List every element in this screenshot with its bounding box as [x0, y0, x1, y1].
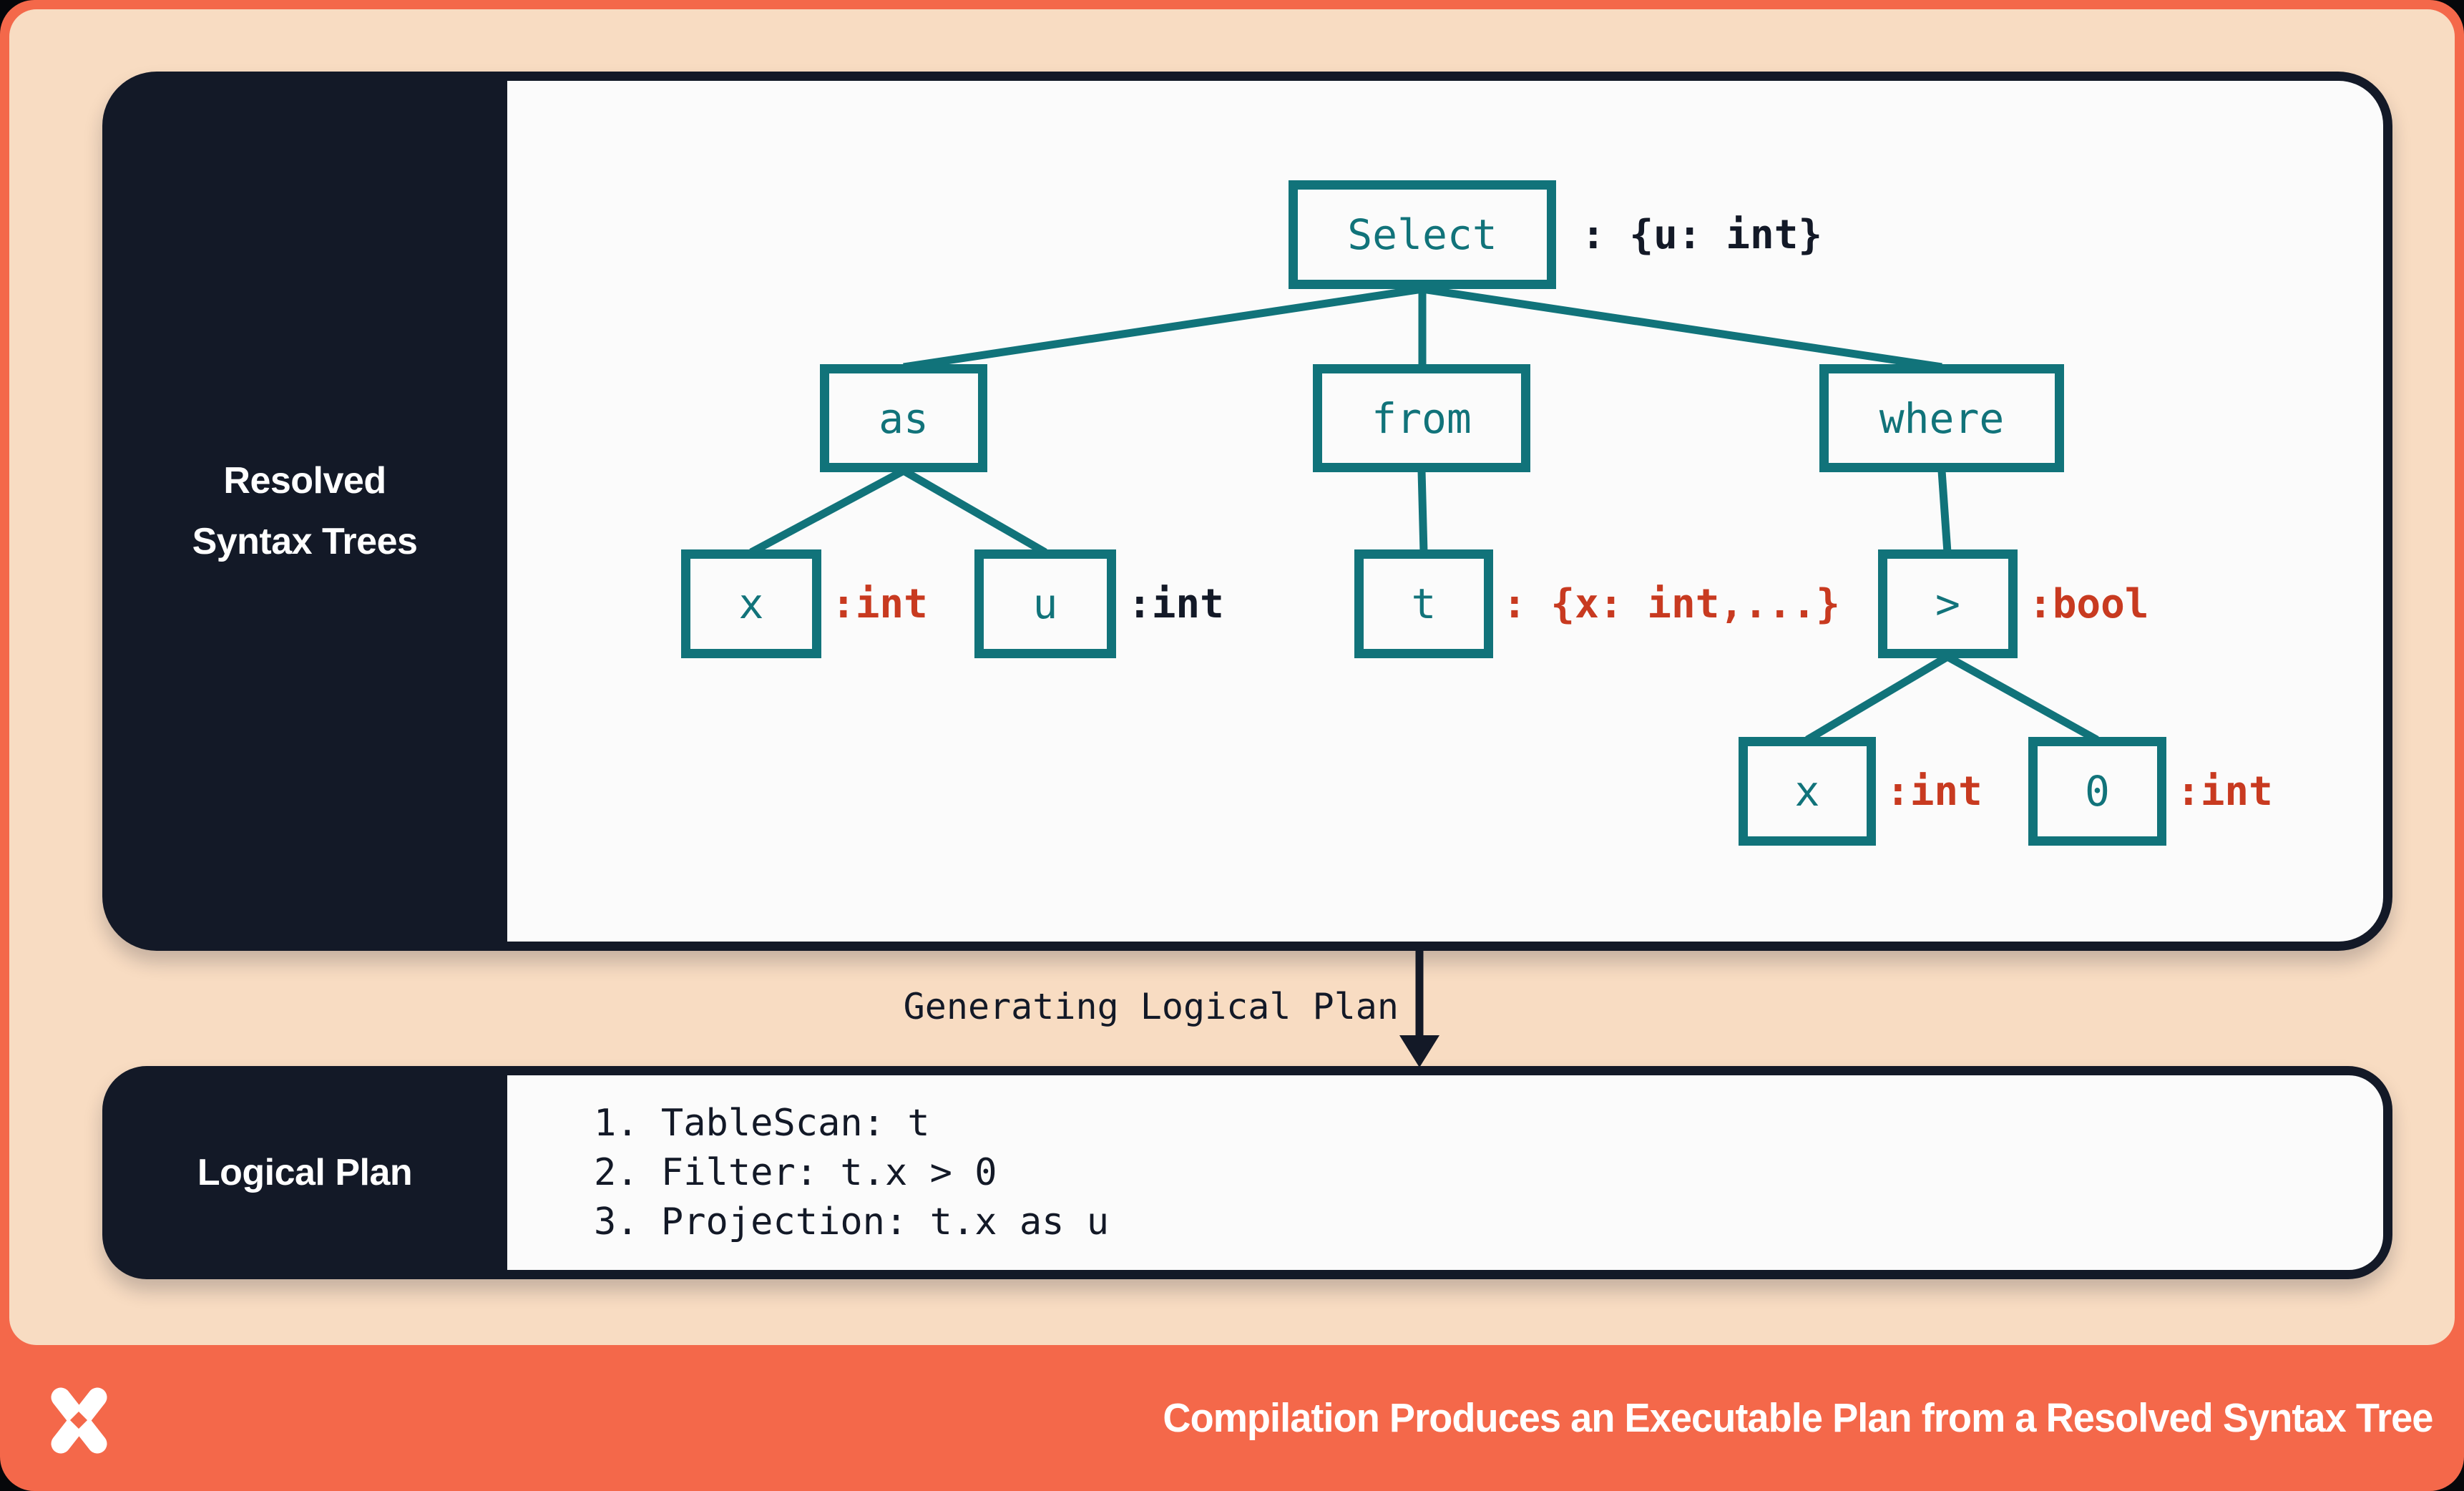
node-label: u [1032, 580, 1058, 628]
node-label: where [1879, 393, 2005, 443]
tree-node-t: t [1354, 549, 1493, 658]
transition-label: Generating Logical Plan [903, 986, 1399, 1027]
type-annotation-x-under-gt: :int [1886, 768, 1983, 815]
logical-plan-step: 1. TableScan: t [594, 1101, 930, 1145]
footer-title: Compilation Produces an Executable Plan … [1162, 1395, 2433, 1441]
tree-node-greater-than: > [1878, 549, 2018, 658]
node-label: from [1372, 393, 1472, 443]
type-annotation-x-under-as: :int [831, 580, 928, 627]
logical-plan-steps: 1. TableScan: t 2. Filter: t.x > 0 3. Pr… [594, 1066, 1109, 1279]
node-label: as [879, 393, 929, 443]
logical-plan-canvas [507, 1075, 2383, 1270]
node-label: x [1794, 767, 1820, 816]
tree-node-u: u [974, 549, 1116, 658]
node-label: t [1411, 580, 1437, 628]
x-pinwheel-logo-icon [51, 1387, 107, 1454]
logical-plan-sidebar: Logical Plan [102, 1066, 507, 1279]
tree-node-x-under-gt: x [1739, 737, 1876, 846]
logical-plan-step: 2. Filter: t.x > 0 [594, 1150, 997, 1194]
tree-node-as: as [820, 364, 987, 472]
type-annotation-select: : {u: int} [1581, 211, 1823, 258]
footer-bar: Compilation Produces an Executable Plan … [0, 1345, 2464, 1491]
tree-panel-sidebar: Resolved Syntax Trees [102, 72, 507, 951]
type-annotation-greater-than: :bool [2028, 580, 2149, 627]
tree-node-x-under-as: x [681, 549, 821, 658]
tree-node-where: where [1819, 364, 2064, 472]
type-annotation-zero: :int [2176, 768, 2273, 815]
tree-node-from: from [1313, 364, 1530, 472]
tree-panel-title: Resolved Syntax Trees [192, 460, 418, 562]
logical-plan-step: 3. Projection: t.x as u [594, 1200, 1110, 1243]
node-label: Select [1347, 210, 1497, 259]
logical-plan-title: Logical Plan [197, 1151, 413, 1193]
type-annotation-t: : {x: int,...} [1502, 580, 1841, 627]
type-annotation-u: :int [1128, 580, 1224, 627]
node-label: x [738, 580, 764, 628]
tree-node-zero: 0 [2028, 737, 2166, 846]
node-label: > [1935, 580, 1960, 628]
tree-node-select: Select [1289, 180, 1556, 289]
node-label: 0 [2085, 767, 2110, 816]
